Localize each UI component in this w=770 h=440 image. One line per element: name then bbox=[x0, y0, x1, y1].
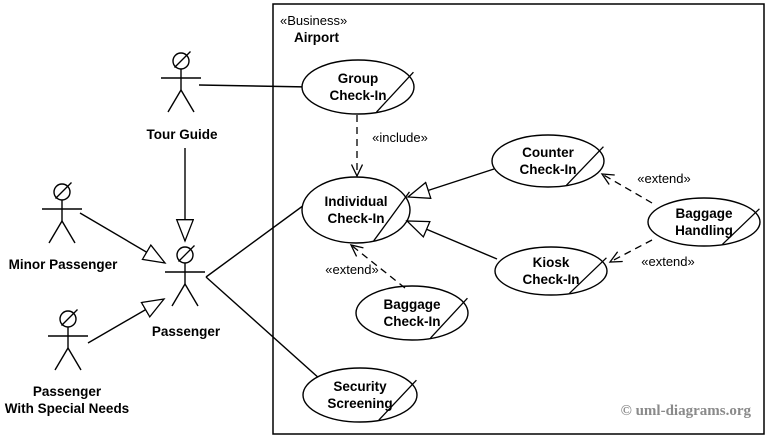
use-case-ellipse bbox=[491, 134, 605, 188]
actor-label: Passenger bbox=[152, 324, 221, 339]
actor-leg-right bbox=[67, 347, 82, 371]
business-actor-slash bbox=[174, 51, 191, 68]
actor-leg-right bbox=[61, 220, 76, 244]
generalization-kiosk-check-in-individual-check-in bbox=[407, 221, 498, 260]
actor-leg-left bbox=[171, 283, 186, 307]
dependency-label: «extend» bbox=[325, 262, 379, 277]
dependency-label: «extend» bbox=[637, 171, 691, 186]
generalization-counter-check-in-individual-check-in bbox=[408, 168, 495, 197]
dependency-label: «include» bbox=[372, 130, 428, 145]
actor-passenger: Passenger bbox=[152, 245, 221, 339]
use-case-ellipse bbox=[647, 197, 761, 247]
business-use-case-slash bbox=[378, 379, 417, 421]
use-case-ellipse bbox=[301, 59, 415, 115]
actor-leg-left bbox=[54, 347, 69, 371]
business-use-case-slash bbox=[722, 208, 760, 245]
actor-label: Tour Guide bbox=[147, 127, 218, 142]
use-case-ellipse bbox=[355, 285, 469, 341]
use-case-label: Check-In bbox=[383, 314, 440, 329]
use-case-label: Check-In bbox=[327, 211, 384, 226]
actor-tour-guide: Tour Guide bbox=[147, 51, 218, 142]
use-case-label: Check-In bbox=[329, 88, 386, 103]
copyright-text: © uml-diagrams.org bbox=[621, 403, 752, 419]
use-case-label: Check-In bbox=[519, 162, 576, 177]
business-actor-slash bbox=[61, 309, 78, 326]
generalization-minor-passenger-passenger bbox=[79, 212, 165, 263]
business-use-case-slash bbox=[430, 297, 468, 339]
use-case-label: Kiosk bbox=[533, 255, 570, 270]
business-actor-slash bbox=[178, 245, 195, 262]
use-case-label: Baggage bbox=[675, 206, 733, 221]
use-case-label: Group bbox=[338, 71, 379, 86]
actor-minor-passenger: Minor Passenger bbox=[9, 182, 119, 272]
business-use-case-slash bbox=[566, 146, 604, 186]
actor-leg-left bbox=[167, 89, 182, 113]
dependency-label: «extend» bbox=[641, 254, 695, 269]
use-case-ellipse bbox=[301, 176, 411, 244]
actor-label: Passenger bbox=[33, 384, 102, 399]
business-use-case-slash bbox=[569, 257, 607, 294]
generalization-special-needs-passenger-passenger bbox=[87, 299, 164, 344]
use-case-label: Handling bbox=[675, 223, 733, 238]
system-boundary bbox=[272, 3, 765, 435]
use-case-label: Baggage bbox=[383, 297, 441, 312]
actor-leg-right bbox=[180, 89, 195, 113]
use-case-label: Counter bbox=[522, 145, 574, 160]
actor-leg-right bbox=[184, 283, 199, 307]
business-use-case-slash bbox=[376, 71, 414, 113]
boundary-name: Airport bbox=[294, 30, 340, 45]
dependency-baggage-handling-kiosk-check-in bbox=[610, 239, 653, 262]
boundary-stereotype: «Business» bbox=[280, 13, 347, 28]
use-case-label: Individual bbox=[324, 194, 387, 209]
use-case-ellipse bbox=[302, 367, 418, 423]
dependency-baggage-handling-counter-check-in bbox=[602, 174, 653, 204]
association-passenger-security-screening bbox=[205, 276, 331, 389]
use-case-label: Security bbox=[333, 379, 387, 394]
use-case-ellipse bbox=[494, 246, 608, 296]
business-actor-slash bbox=[55, 182, 72, 199]
actor-label: Minor Passenger bbox=[9, 257, 119, 272]
actor-label: With Special Needs bbox=[5, 401, 129, 416]
use-case-label: Screening bbox=[327, 396, 392, 411]
use-case-label: Check-In bbox=[522, 272, 579, 287]
actor-leg-left bbox=[48, 220, 63, 244]
association-tour-guide-group-check-in bbox=[198, 84, 311, 88]
business-use-case-slash bbox=[373, 191, 410, 242]
